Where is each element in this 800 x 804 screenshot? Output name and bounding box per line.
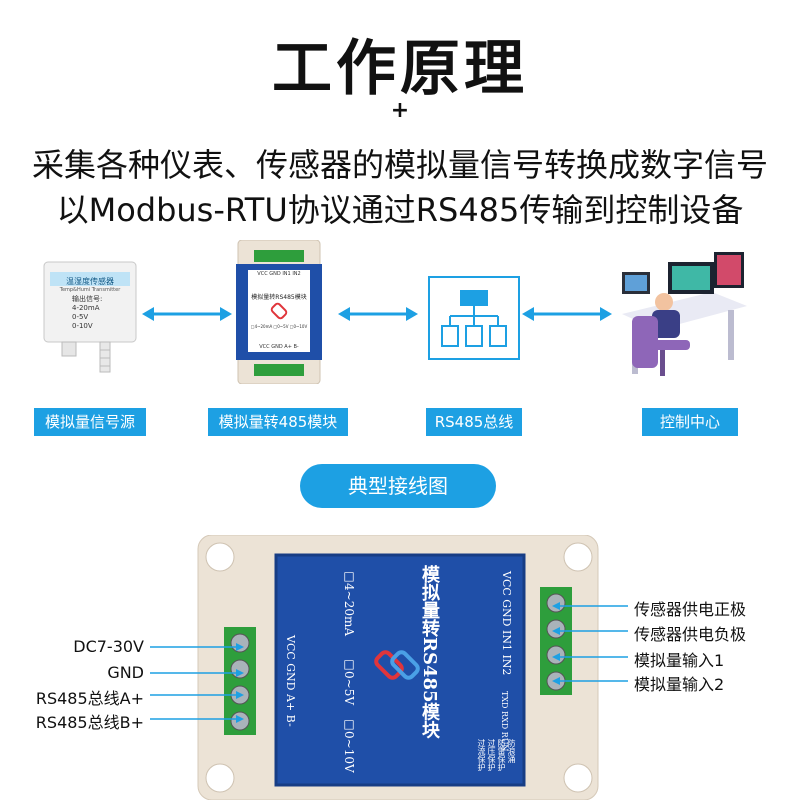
label-analog-input-2: 模拟量输入2 — [634, 675, 725, 694]
module-range-2: □0~5V — [342, 657, 356, 705]
small-module-ranges: □4~20mA □0~5V □0~10V — [250, 324, 308, 329]
label-sensor-power-positive: 传感器供电正极 — [634, 600, 747, 619]
double-arrow-icon — [142, 307, 232, 321]
module-device-icon — [236, 239, 322, 385]
sensor-sub: Temp&Humi Transmitter — [59, 287, 121, 293]
plus-sign: + — [390, 98, 410, 123]
double-arrow-icon — [338, 307, 418, 321]
caption-module: 模拟量转485模块 — [208, 408, 348, 436]
wiring-module-illustration: 模拟量转RS485模块 □4~20mA □0~5V □0~10V VCC GND… — [180, 534, 610, 801]
module-name: 模拟量转RS485模块 — [419, 565, 440, 739]
label-gnd: GND — [107, 663, 144, 682]
sensor-output-3: 0-10V — [72, 322, 93, 330]
control-center-icon — [622, 252, 747, 376]
module-range-1: □4~20mA — [342, 569, 356, 637]
module-protection-2: 过压保护 — [487, 739, 496, 771]
module-protection-3: 防雷保护 — [497, 739, 506, 771]
sensor-output-title: 输出信号: — [72, 295, 103, 303]
caption-rs485-bus: RS485总线 — [426, 408, 522, 436]
module-protection-1: 过流保护 — [477, 739, 486, 771]
label-rs485-a: RS485总线A+ — [35, 689, 144, 708]
description-line-2: 以Modbus-RTU协议通过RS485传输到控制设备 — [56, 191, 744, 229]
module-right-pins: VCC GND IN1 IN2 — [500, 571, 513, 676]
label-sensor-power-negative: 传感器供电负极 — [634, 625, 747, 644]
module-range-3: □0~10V — [342, 717, 356, 773]
label-power: DC7-30V — [73, 637, 144, 656]
sensor-output-2: 0-5V — [72, 313, 89, 321]
network-bus-icon — [428, 276, 520, 360]
label-analog-input-1: 模拟量输入1 — [634, 651, 725, 670]
label-rs485-b: RS485总线B+ — [35, 713, 144, 732]
module-case-icon — [197, 534, 599, 801]
sensor-output-1: 4-20mA — [72, 304, 100, 312]
small-module-illustration: VCC GND IN1 IN2 模拟量转RS485模块 □4~20mA □0~5… — [234, 239, 324, 385]
sensor-name: 温湿度传感器 — [66, 277, 114, 286]
module-indicators: TXD RXD RUN — [500, 691, 509, 752]
module-left-pins: VCC GND A+ B- — [284, 635, 297, 727]
small-module-pins: VCC GND IN1 IN2 — [257, 271, 301, 277]
caption-control-center: 控制中心 — [642, 408, 738, 436]
sensor-illustration: 温湿度传感器 Temp&Humi Transmitter 输出信号: 4-20m… — [40, 258, 140, 378]
small-module-name: 模拟量转RS485模块 — [251, 294, 307, 301]
small-module-bottom-pins: VCC GND A+ B- — [259, 344, 299, 350]
double-arrow-icon — [522, 307, 612, 321]
description-line-1: 采集各种仪表、传感器的模拟量信号转换成数字信号 — [31, 146, 768, 184]
module-protection-4: 防浪涌 — [507, 739, 516, 763]
caption-signal-source: 模拟量信号源 — [34, 408, 146, 436]
sensor-device-icon — [43, 261, 137, 373]
section-title-wiring: 典型接线图 — [300, 464, 496, 508]
page-title: 工作原理 — [272, 34, 528, 104]
